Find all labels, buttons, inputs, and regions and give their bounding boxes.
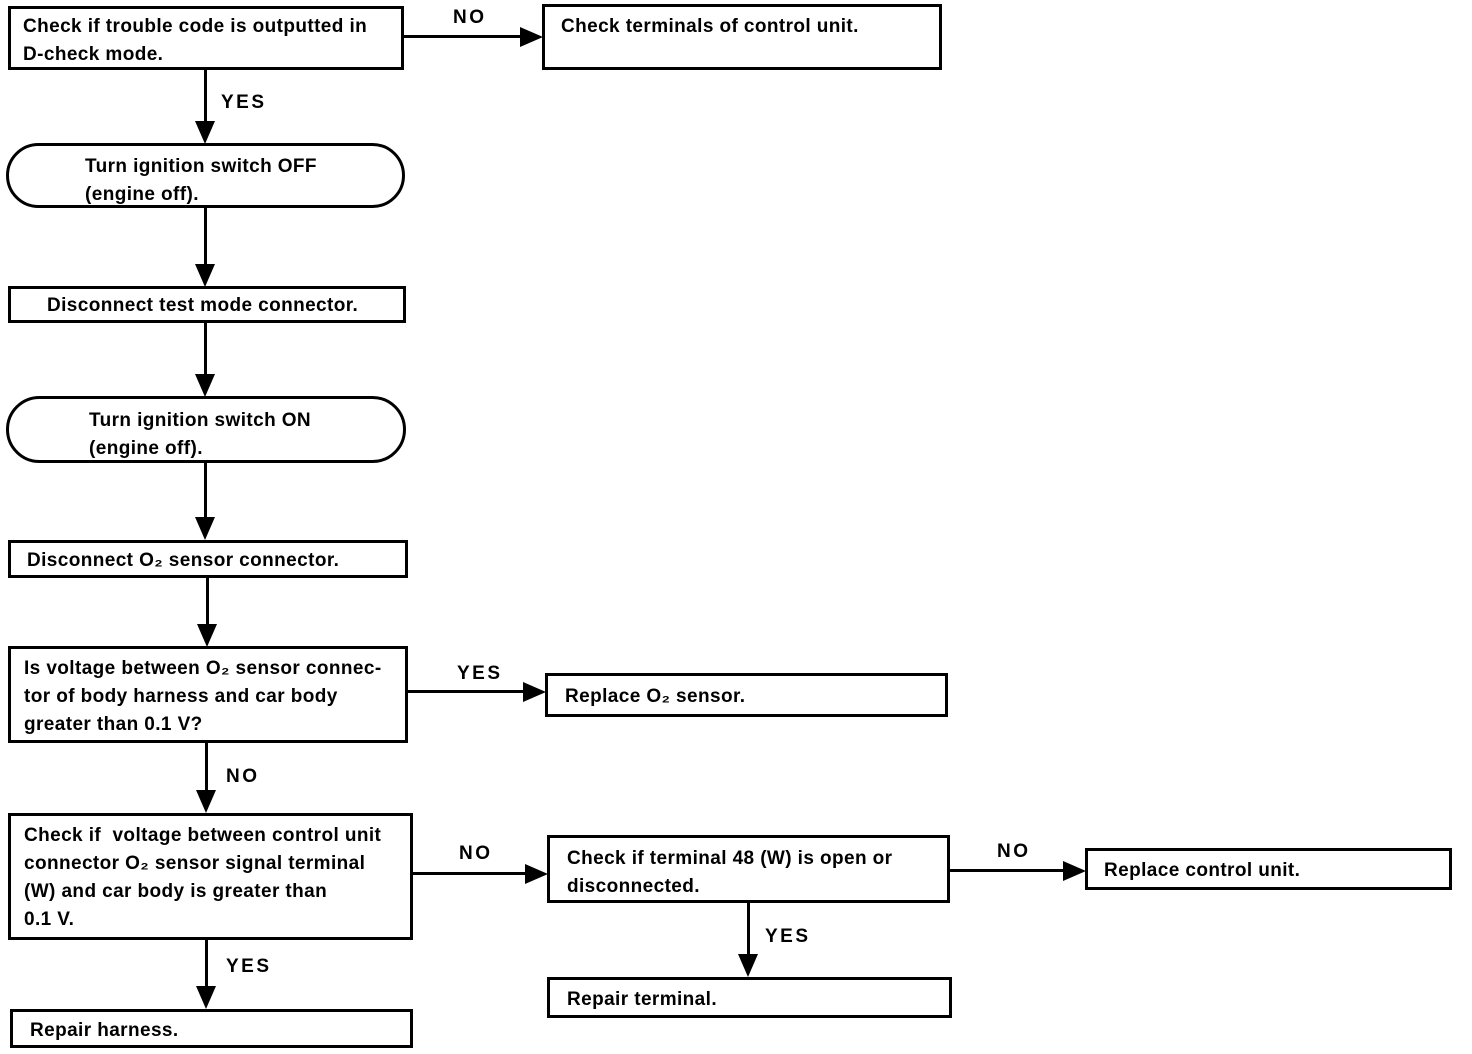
node-text-line: (W) and car body is greater than bbox=[24, 881, 328, 902]
node-replace-o2-sensor: Replace O₂ sensor. bbox=[545, 673, 948, 717]
node-repair-terminal: Repair terminal. bbox=[547, 977, 952, 1018]
edge-trouble-no-arrowhead-icon bbox=[520, 27, 543, 47]
edge-term48-no-line bbox=[950, 869, 1065, 872]
edge-harness-yes-arrowhead-icon bbox=[523, 682, 546, 702]
node-text-line: Check if trouble code is outputted in bbox=[23, 16, 368, 37]
node-text-line: Repair terminal. bbox=[567, 989, 718, 1010]
edge-harness-no-label: NO bbox=[226, 766, 260, 787]
node-ignition-on: Turn ignition switch ON (engine off). bbox=[6, 396, 406, 463]
node-text-line: Disconnect O₂ sensor connector. bbox=[27, 550, 340, 571]
node-terminal-48: Check if terminal 48 (W) is open or disc… bbox=[547, 835, 950, 903]
edge-control-yes-arrowhead-icon bbox=[196, 986, 216, 1009]
edge-harness-yes-line bbox=[408, 690, 525, 693]
edge-term48-yes-label: YES bbox=[765, 926, 811, 947]
node-text-line: Disconnect test mode connector. bbox=[47, 295, 359, 316]
edge-trouble-no-line bbox=[404, 35, 522, 38]
node-text-line: Check if voltage between control unit bbox=[24, 825, 382, 846]
node-text-line: greater than 0.1 V? bbox=[24, 714, 203, 735]
edge-control-yes-label: YES bbox=[226, 956, 272, 977]
edge-on-to-o2-line bbox=[204, 463, 207, 519]
node-text-line: Repair harness. bbox=[30, 1020, 179, 1041]
edge-control-no-arrowhead-icon bbox=[525, 864, 548, 884]
node-text-line: Replace control unit. bbox=[1104, 860, 1301, 881]
node-text-line: Check if terminal 48 (W) is open or bbox=[567, 848, 893, 869]
node-repair-harness: Repair harness. bbox=[10, 1009, 413, 1048]
edge-term48-no-label: NO bbox=[997, 841, 1031, 862]
node-text-line: (engine off). bbox=[89, 438, 203, 459]
node-text-line: D-check mode. bbox=[23, 44, 164, 65]
edge-trouble-yes-line bbox=[204, 70, 207, 123]
node-voltage-control-unit: Check if voltage between control unit co… bbox=[8, 813, 413, 940]
edge-harness-no-line bbox=[205, 743, 208, 792]
node-ignition-off: Turn ignition switch OFF (engine off). bbox=[6, 143, 405, 208]
edge-term48-yes-arrowhead-icon bbox=[738, 954, 758, 977]
edge-trouble-yes-arrowhead-icon bbox=[195, 121, 215, 144]
node-text-line: (engine off). bbox=[85, 184, 199, 205]
edge-trouble-yes-label: YES bbox=[221, 92, 267, 113]
node-text-line: Turn ignition switch ON bbox=[89, 410, 312, 431]
edge-harness-no-arrowhead-icon bbox=[196, 790, 216, 813]
edge-control-yes-line bbox=[205, 940, 208, 988]
node-check-trouble-code: Check if trouble code is outputted in D-… bbox=[8, 6, 404, 70]
edge-harness-yes-label: YES bbox=[457, 663, 503, 684]
edge-o2-to-voltage-line bbox=[206, 578, 209, 626]
node-disconnect-o2-sensor: Disconnect O₂ sensor connector. bbox=[8, 540, 408, 578]
node-text-line: disconnected. bbox=[567, 876, 700, 897]
node-text-line: Is voltage between O₂ sensor connec- bbox=[24, 658, 382, 679]
edge-off-to-test-arrowhead-icon bbox=[195, 264, 215, 287]
edge-control-no-line bbox=[413, 872, 527, 875]
edge-trouble-no-label: NO bbox=[453, 7, 487, 28]
node-text-line: Turn ignition switch OFF bbox=[85, 156, 317, 177]
edge-term48-no-arrowhead-icon bbox=[1063, 861, 1086, 881]
node-check-terminals: Check terminals of control unit. bbox=[542, 4, 942, 70]
node-text-line: tor of body harness and car body bbox=[24, 686, 338, 707]
edge-test-to-on-arrowhead-icon bbox=[195, 374, 215, 397]
node-disconnect-test-mode: Disconnect test mode connector. bbox=[8, 286, 406, 323]
node-text-line: 0.1 V. bbox=[24, 909, 75, 930]
edge-test-to-on-line bbox=[204, 323, 207, 376]
node-voltage-body-harness: Is voltage between O₂ sensor connec- tor… bbox=[8, 646, 408, 743]
node-text-line: connector O₂ sensor signal terminal bbox=[24, 853, 366, 874]
edge-o2-to-voltage-arrowhead-icon bbox=[197, 624, 217, 647]
node-text-line: Replace O₂ sensor. bbox=[565, 686, 746, 707]
edge-on-to-o2-arrowhead-icon bbox=[195, 517, 215, 540]
edge-term48-yes-line bbox=[747, 903, 750, 956]
node-replace-control-unit: Replace control unit. bbox=[1085, 848, 1452, 890]
edge-off-to-test-line bbox=[204, 208, 207, 266]
edge-control-no-label: NO bbox=[459, 843, 493, 864]
node-text-line: Check terminals of control unit. bbox=[561, 16, 859, 37]
